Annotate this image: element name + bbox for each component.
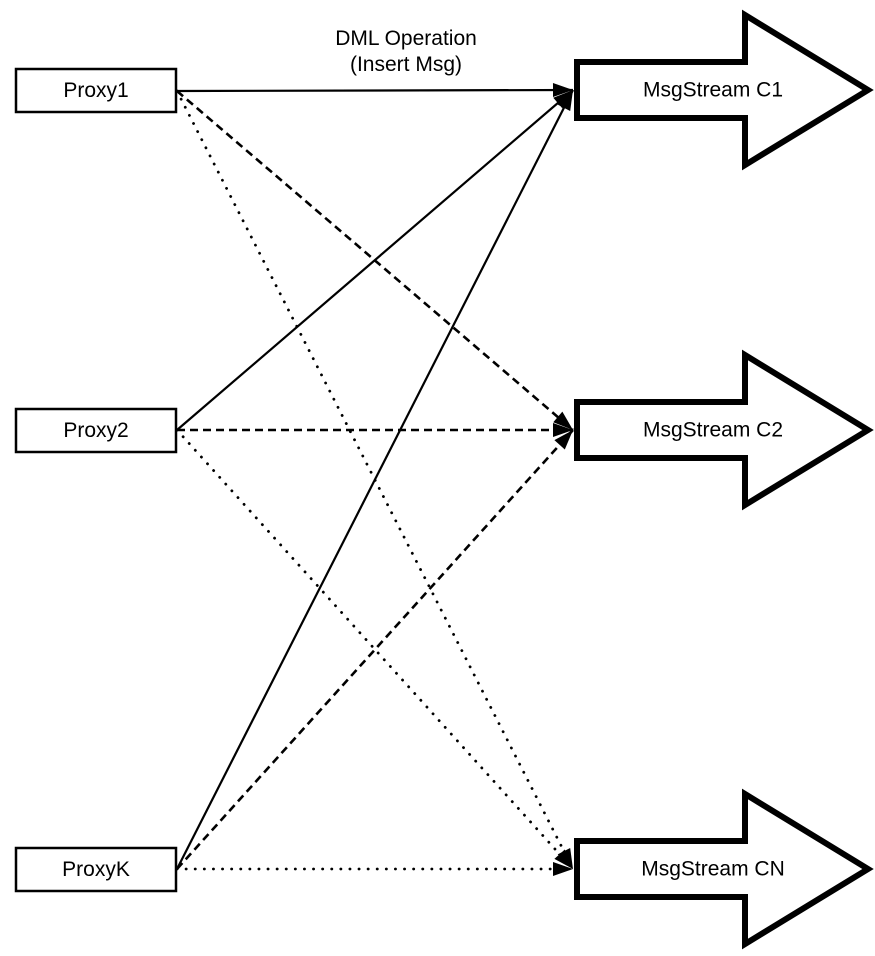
arrowhead-proxy2-to-stream_c1 [553,90,573,109]
arrowhead-proxy1-to-stream_c2 [553,411,573,430]
arrowhead-proxy2-to-stream_cn [554,849,573,869]
stream-node-stream_cn[interactable]: MsgStream CN [574,788,874,950]
arrowhead-proxy1-to-stream_c1 [552,83,573,98]
connection-proxyk-to-stream_c2 [176,429,574,870]
connection-proxy2-to-stream_cn [175,428,575,871]
proxy-node-proxy2[interactable]: Proxy2 [14,407,178,454]
connection-proxy1-to-stream_c1 [176,88,574,93]
connections-layer [175,88,575,871]
proxy-label: ProxyK [62,858,130,881]
proxy-box-shape [14,407,178,454]
proxy-box-shape [14,67,178,114]
connection-proxyk-to-stream_c1 [176,89,574,870]
arrowheads-layer [552,83,573,876]
stream-label: MsgStream CN [641,858,785,881]
edge-label-line1: DML Operation [335,27,477,50]
stream-arrow-shape [574,349,874,511]
proxy-label: Proxy1 [63,79,128,102]
proxy-node-proxyk[interactable]: ProxyK [14,846,178,893]
proxy-box-shape [14,846,178,893]
stream-node-stream_c2[interactable]: MsgStream C2 [574,349,874,511]
proxy-node-proxy1[interactable]: Proxy1 [14,67,178,114]
edge-label-line2: (Insert Msg) [350,53,462,76]
arrowhead-proxyk-to-stream_c1 [557,90,573,112]
stream-arrow-shape [574,788,874,950]
edge-label-dml-operation: DML Operation (Insert Msg) [335,27,477,76]
stream-arrow-shape [574,9,874,171]
arrowhead-proxyk-to-stream_cn [553,862,573,876]
stream-node-stream_c1[interactable]: MsgStream C1 [574,9,874,171]
streams-layer: MsgStream C1 MsgStream C2 MsgStream CN [574,9,874,950]
connection-proxy2-to-stream_c1 [176,89,574,431]
arrowhead-proxyk-to-stream_c2 [554,430,573,450]
stream-label: MsgStream C2 [643,419,783,442]
proxy-label: Proxy2 [63,419,128,442]
stream-label: MsgStream C1 [643,79,783,102]
arrowhead-proxy2-to-stream_c2 [553,423,573,437]
